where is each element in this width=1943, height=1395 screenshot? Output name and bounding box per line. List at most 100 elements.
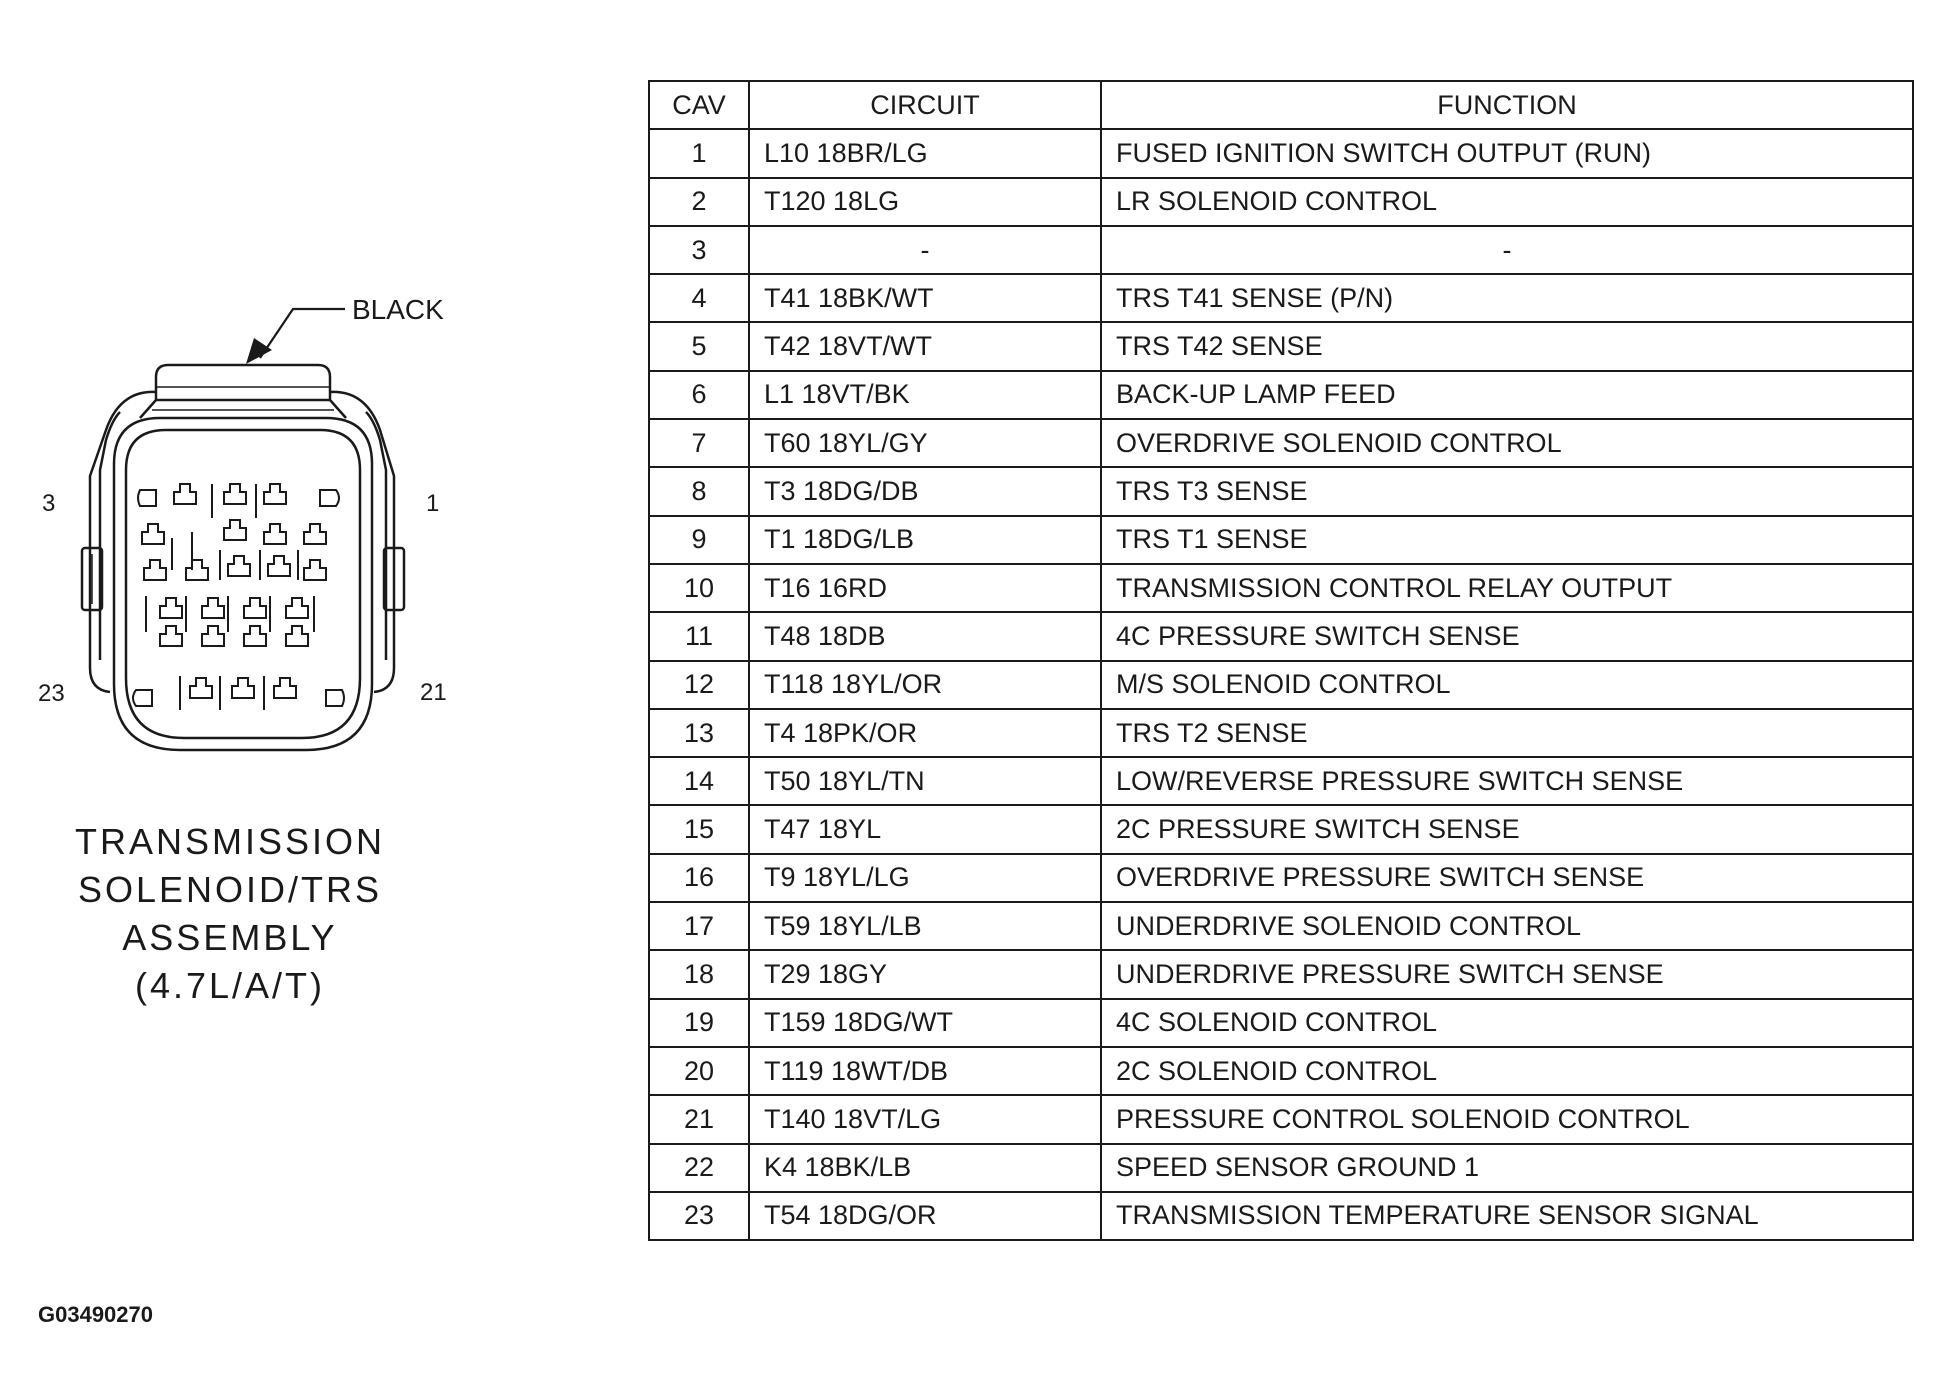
circuit-cell: T16 16RD	[748, 562, 1102, 614]
cavity-3	[137, 489, 157, 507]
cav-cell: 7	[648, 418, 750, 469]
cav-cell: 8	[648, 466, 750, 517]
cav-cell: 18	[648, 949, 750, 1000]
function-cell: TRANSMISSION CONTROL RELAY OUTPUT	[1100, 562, 1914, 614]
function-cell: UNDERDRIVE SOLENOID CONTROL	[1100, 901, 1914, 952]
cavity	[223, 519, 247, 541]
cav-cell: 14	[648, 756, 750, 807]
circuit-cell: T50 18YL/TN	[748, 756, 1102, 807]
circuit-cell: L1 18VT/BK	[748, 369, 1102, 421]
color-callout	[246, 307, 345, 364]
circuit-cell: T120 18LG	[748, 176, 1102, 227]
figure-id: G03490270	[38, 1302, 153, 1327]
circuit-cell: T54 18DG/OR	[748, 1190, 1102, 1242]
cavity	[201, 597, 225, 619]
function-cell: TRS T3 SENSE	[1100, 466, 1914, 517]
terminal-cavities	[132, 483, 345, 710]
connector-title-line: SOLENOID/TRS	[77, 869, 383, 910]
cav-cell: 4	[648, 273, 750, 324]
circuit-cell: -	[748, 224, 1102, 276]
cav-cell: 16	[648, 852, 750, 904]
circuit-cell: T42 18VT/WT	[748, 321, 1102, 372]
function-cell: OVERDRIVE SOLENOID CONTROL	[1100, 418, 1914, 469]
function-cell: UNDERDRIVE PRESSURE SWITCH SENSE	[1100, 949, 1914, 1000]
cav-cell: 6	[648, 369, 750, 421]
cavity	[243, 625, 267, 647]
cavity	[267, 555, 291, 577]
function-cell: TRS T42 SENSE	[1100, 321, 1914, 372]
circuit-cell: T59 18YL/LB	[748, 901, 1102, 952]
cavity-21	[325, 689, 345, 707]
function-cell: LR SOLENOID CONTROL	[1100, 176, 1914, 227]
cavity	[263, 483, 287, 505]
cavity-1	[319, 489, 340, 507]
function-cell: TRS T2 SENSE	[1100, 707, 1914, 759]
pin-label-bottom-right: 21	[420, 679, 447, 706]
function-cell: FUSED IGNITION SWITCH OUTPUT (RUN)	[1100, 128, 1914, 179]
circuit-cell: T118 18YL/OR	[748, 659, 1102, 710]
cavity	[159, 597, 183, 619]
circuit-cell: K4 18BK/LB	[748, 1142, 1102, 1193]
function-cell: OVERDRIVE PRESSURE SWITCH SENSE	[1100, 852, 1914, 904]
function-cell: -	[1100, 224, 1914, 276]
function-cell: 4C SOLENOID CONTROL	[1100, 997, 1914, 1048]
function-cell: PRESSURE CONTROL SOLENOID CONTROL	[1100, 1094, 1914, 1145]
cavity	[243, 597, 267, 619]
function-cell: TRS T41 SENSE (P/N)	[1100, 273, 1914, 324]
cav-cell: 11	[648, 611, 750, 662]
cavity	[285, 597, 309, 619]
circuit-cell: T47 18YL	[748, 804, 1102, 855]
header-circuit: CIRCUIT	[748, 79, 1102, 131]
header-cav: CAV	[648, 79, 750, 131]
cav-cell: 15	[648, 804, 750, 855]
pin-label-top-right: 1	[426, 490, 439, 517]
cav-cell: 22	[648, 1142, 750, 1193]
color-label: BLACK	[352, 294, 444, 325]
cav-cell: 1	[648, 128, 750, 179]
connector-title-line: TRANSMISSION	[74, 821, 386, 862]
cavity	[189, 677, 213, 699]
cavity	[273, 677, 297, 699]
function-cell: TRANSMISSION TEMPERATURE SENSOR SIGNAL	[1100, 1190, 1914, 1242]
connector-housing	[80, 363, 406, 752]
connector-title: TRANSMISSION SOLENOID/TRS ASSEMBLY (4.7L…	[50, 818, 410, 1010]
cavity	[303, 523, 327, 545]
cavity	[303, 559, 327, 581]
function-cell: LOW/REVERSE PRESSURE SWITCH SENSE	[1100, 756, 1914, 807]
function-cell: 2C PRESSURE SWITCH SENSE	[1100, 804, 1914, 855]
cavity	[173, 483, 197, 505]
table-row: 3--	[648, 224, 1914, 276]
header-function: FUNCTION	[1100, 79, 1914, 131]
cavity	[201, 625, 225, 647]
cavity	[141, 523, 165, 545]
function-cell: M/S SOLENOID CONTROL	[1100, 659, 1914, 710]
function-cell: TRS T1 SENSE	[1100, 514, 1914, 565]
cav-cell: 19	[648, 997, 750, 1048]
connector-title-line: ASSEMBLY	[122, 917, 338, 958]
cav-cell: 12	[648, 659, 750, 710]
cavity	[223, 483, 247, 505]
circuit-cell: T119 18WT/DB	[748, 1045, 1102, 1097]
circuit-cell: T1 18DG/LB	[748, 514, 1102, 565]
cavity	[227, 555, 251, 577]
function-cell: SPEED SENSOR GROUND 1	[1100, 1142, 1914, 1193]
cav-cell: 20	[648, 1045, 750, 1097]
circuit-cell: T29 18GY	[748, 949, 1102, 1000]
cav-cell: 23	[648, 1190, 750, 1242]
